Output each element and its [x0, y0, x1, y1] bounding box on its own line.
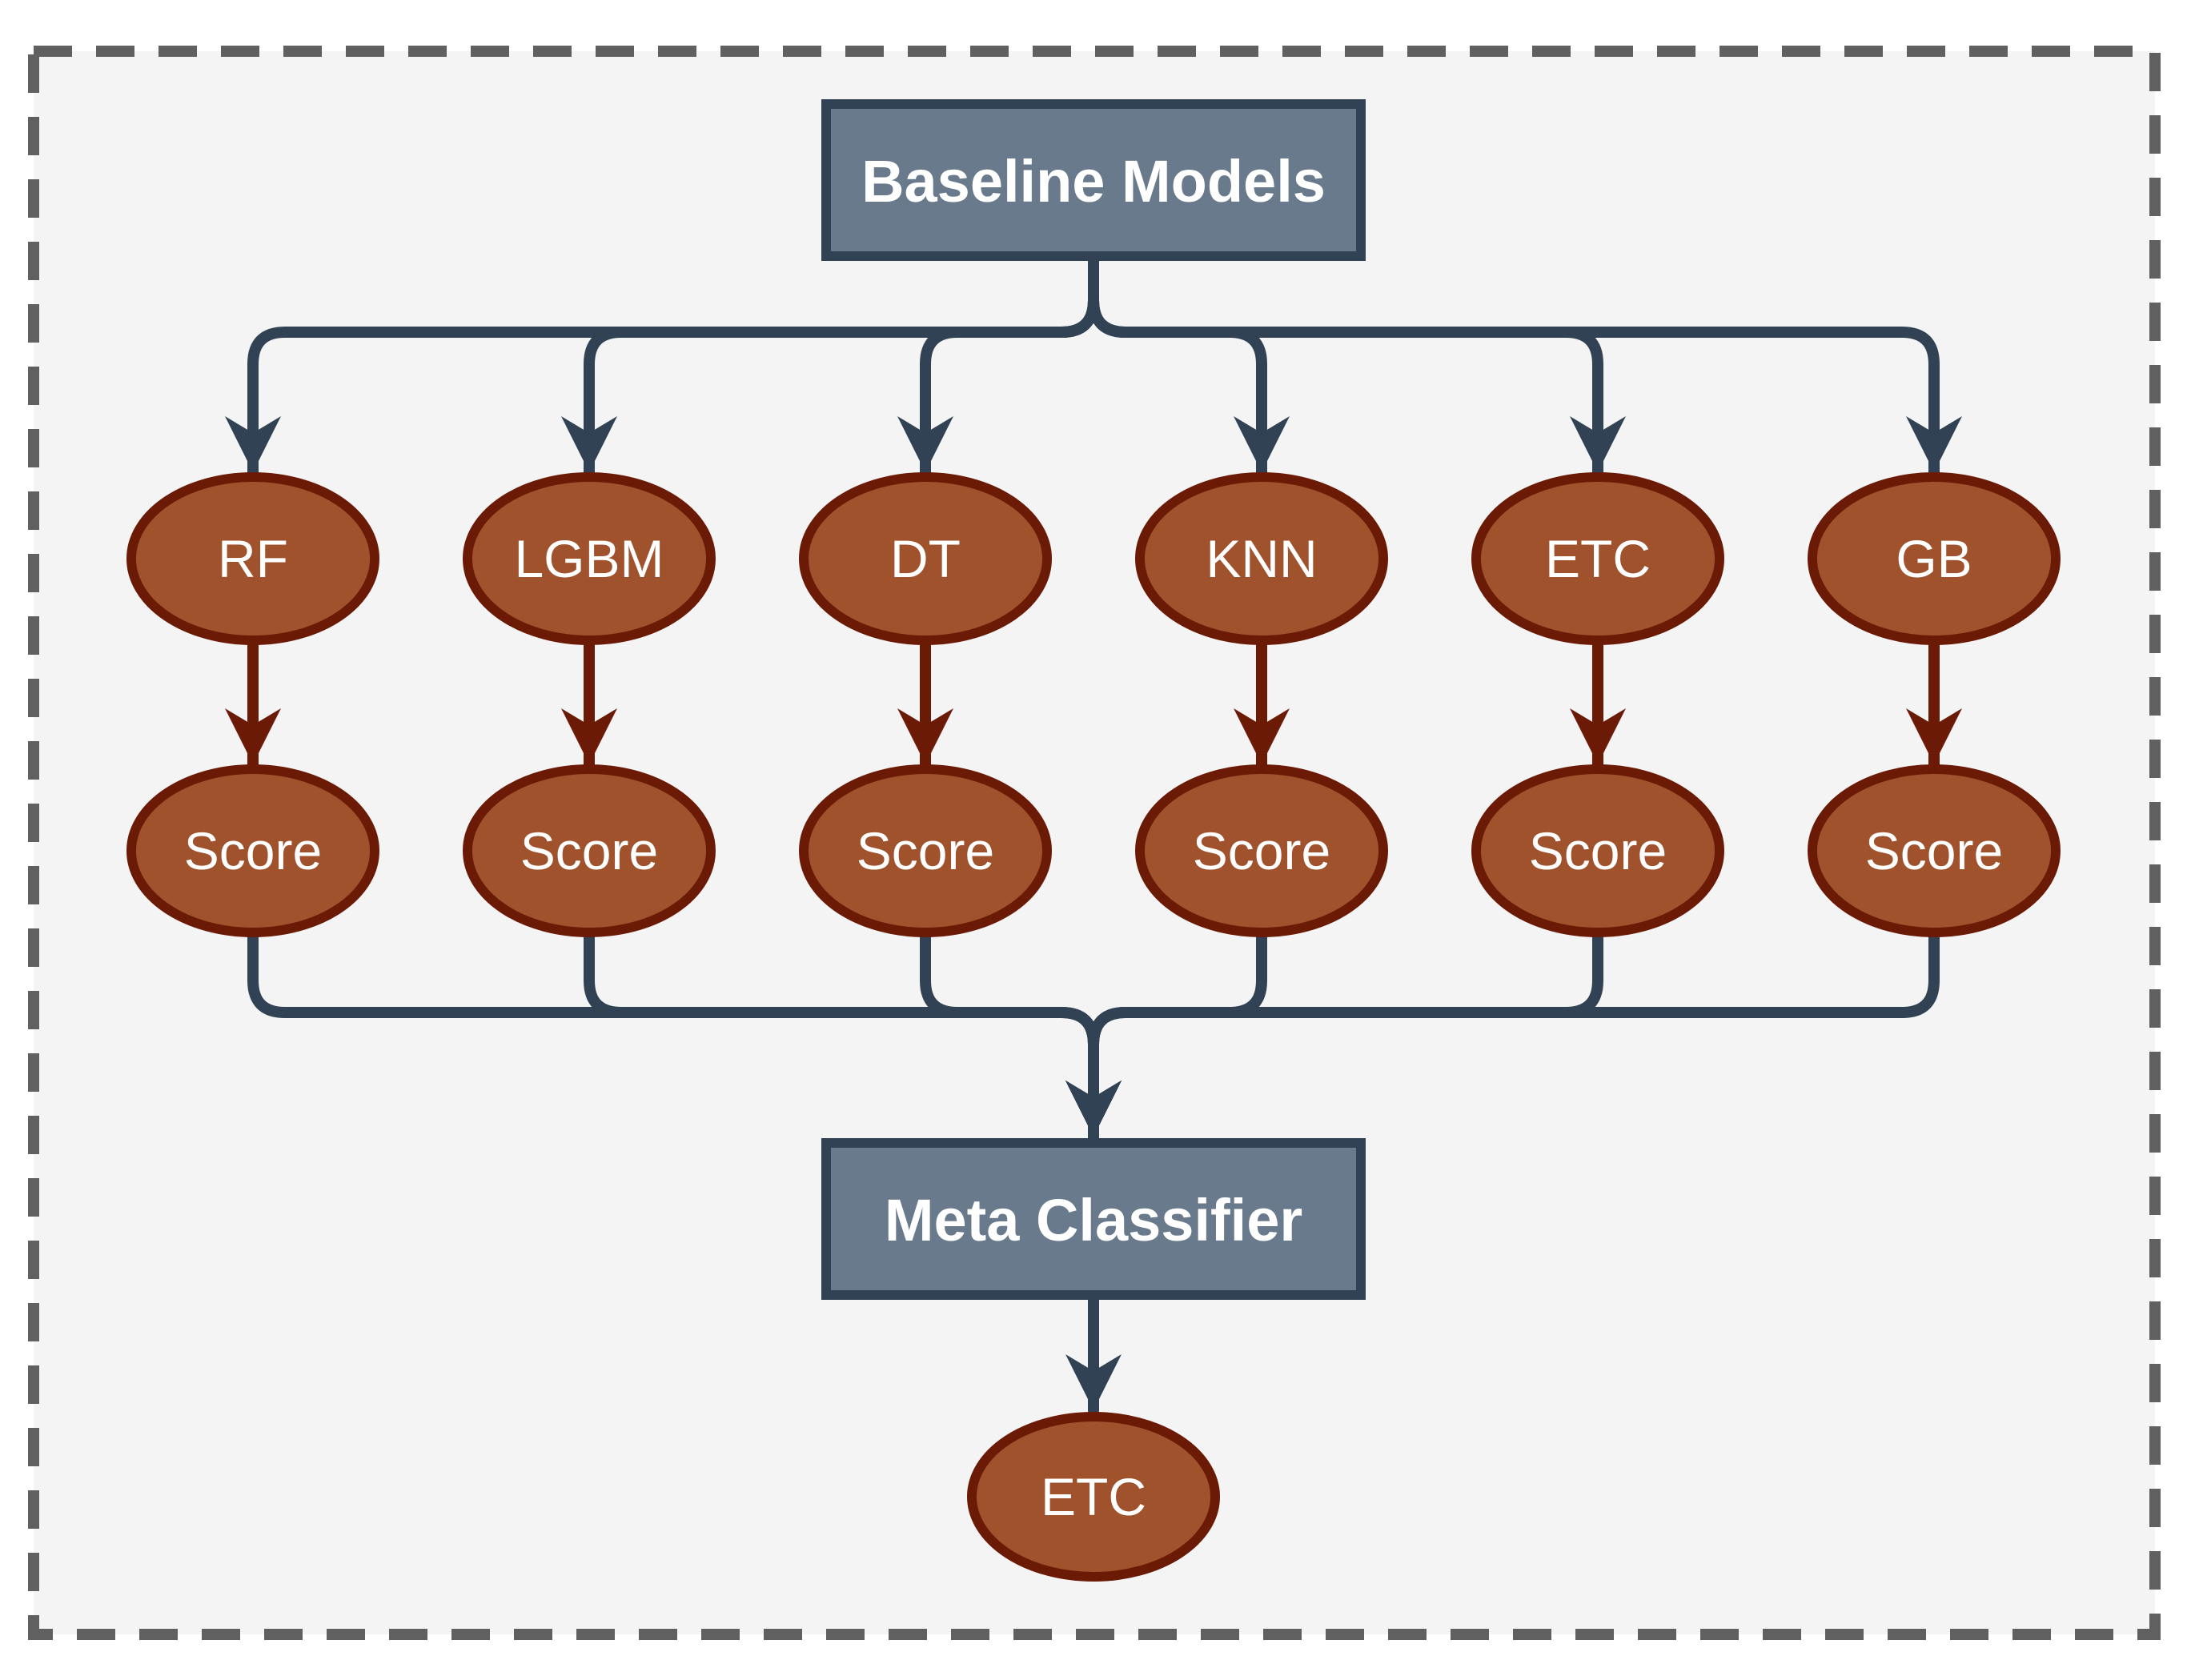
baseline-models-box: Baseline Models	[821, 99, 1366, 261]
connector-bottom-gb	[1065, 931, 1940, 1142]
meta-classifier-box: Meta Classifier	[821, 1138, 1366, 1300]
score-label-lgbm: Score	[520, 821, 658, 880]
model-label-etc: ETC	[1545, 529, 1651, 588]
model-node-gb: GB	[1808, 472, 2061, 645]
score-node-gb: Score	[1808, 764, 2061, 937]
model-node-dt: DT	[799, 472, 1052, 645]
score-node-dt: Score	[799, 764, 1052, 937]
model-label-knn: KNN	[1206, 529, 1317, 588]
model-node-knn: KNN	[1135, 472, 1388, 645]
output-label: ETC	[1041, 1467, 1146, 1526]
model-nodes: RF Score LGBM Score DT Score KNN Score ETC Score G…	[126, 472, 2061, 937]
model-node-etc: ETC	[1471, 472, 1724, 645]
score-node-rf: Score	[126, 764, 379, 937]
baseline-models-label: Baseline Models	[861, 148, 1326, 215]
score-label-etc: Score	[1529, 821, 1667, 880]
model-label-dt: DT	[890, 529, 961, 588]
model-label-rf: RF	[218, 529, 288, 588]
score-label-rf: Score	[184, 821, 322, 880]
score-node-knn: Score	[1135, 764, 1388, 937]
score-node-etc: Score	[1471, 764, 1724, 937]
model-label-gb: GB	[1896, 529, 1972, 588]
model-label-lgbm: LGBM	[514, 529, 664, 588]
score-label-gb: Score	[1865, 821, 2003, 880]
output-node: ETC	[967, 1412, 1220, 1582]
meta-classifier-label: Meta Classifier	[885, 1187, 1302, 1253]
score-label-knn: Score	[1193, 821, 1330, 880]
score-node-lgbm: Score	[463, 764, 716, 937]
connectors	[225, 255, 1962, 1416]
model-node-rf: RF	[126, 472, 379, 645]
connector-top-gb	[1088, 255, 1962, 478]
model-node-lgbm: LGBM	[463, 472, 716, 645]
score-label-dt: Score	[857, 821, 994, 880]
